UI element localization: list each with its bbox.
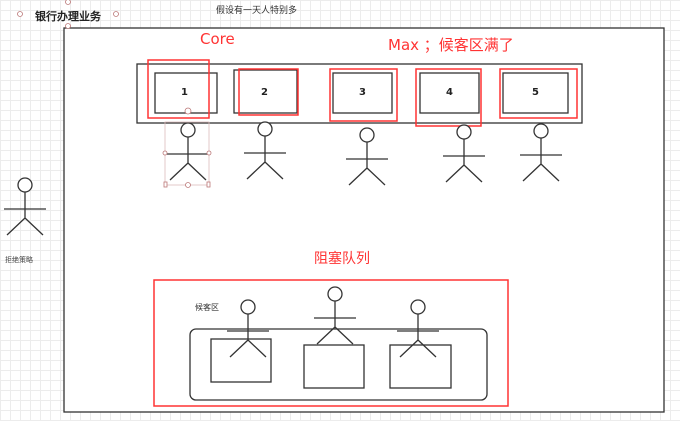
- customer-at-window-1-icon[interactable]: [167, 122, 209, 181]
- waiting-customer-2-icon[interactable]: [314, 286, 356, 345]
- waiting-seat-1[interactable]: [210, 338, 272, 383]
- window-3[interactable]: [332, 72, 393, 114]
- waiting-area[interactable]: [189, 328, 488, 401]
- window-label-2: 2: [261, 87, 268, 98]
- window-label-4: 4: [446, 87, 453, 98]
- service-windows-bar[interactable]: [136, 63, 583, 124]
- window-4[interactable]: [419, 72, 480, 114]
- waiting-customer-1-icon[interactable]: [227, 299, 269, 358]
- blocking-queue-label[interactable]: 阻塞队列: [314, 251, 370, 267]
- window-label-5: 5: [532, 87, 539, 98]
- reject-policy-label[interactable]: 拒绝策略: [5, 256, 33, 264]
- customer-at-window-2-icon[interactable]: [244, 121, 286, 180]
- core-highlight-1: [147, 59, 210, 119]
- window-2[interactable]: [233, 69, 298, 114]
- diagram-title[interactable]: 银行办理业务: [35, 10, 101, 23]
- customer-at-window-5-icon[interactable]: [520, 123, 562, 182]
- max-highlight-4: [415, 68, 482, 127]
- note-text[interactable]: 假设有一天人特别多: [216, 6, 298, 16]
- max-highlight-3: [329, 68, 398, 122]
- window-label-1: 1: [181, 87, 188, 98]
- max-label[interactable]: Max ；候客区满了: [388, 36, 514, 54]
- rejected-customer-icon[interactable]: [4, 177, 46, 236]
- window-5[interactable]: [502, 72, 569, 114]
- waiting-seat-2[interactable]: [303, 344, 365, 389]
- waiting-area-label[interactable]: 候客区: [195, 303, 219, 312]
- selection-handles: [17, 0, 212, 188]
- waiting-seat-3[interactable]: [389, 344, 452, 389]
- window-label-3: 3: [359, 87, 366, 98]
- waiting-customer-3-icon[interactable]: [397, 299, 439, 358]
- max-highlight-5: [499, 68, 578, 119]
- blocking-queue-frame: [153, 279, 509, 407]
- customer-at-window-4-icon[interactable]: [443, 124, 485, 183]
- core-highlight-2: [238, 68, 299, 116]
- core-label[interactable]: Core: [200, 30, 235, 48]
- customer-at-window-3-icon[interactable]: [346, 127, 388, 186]
